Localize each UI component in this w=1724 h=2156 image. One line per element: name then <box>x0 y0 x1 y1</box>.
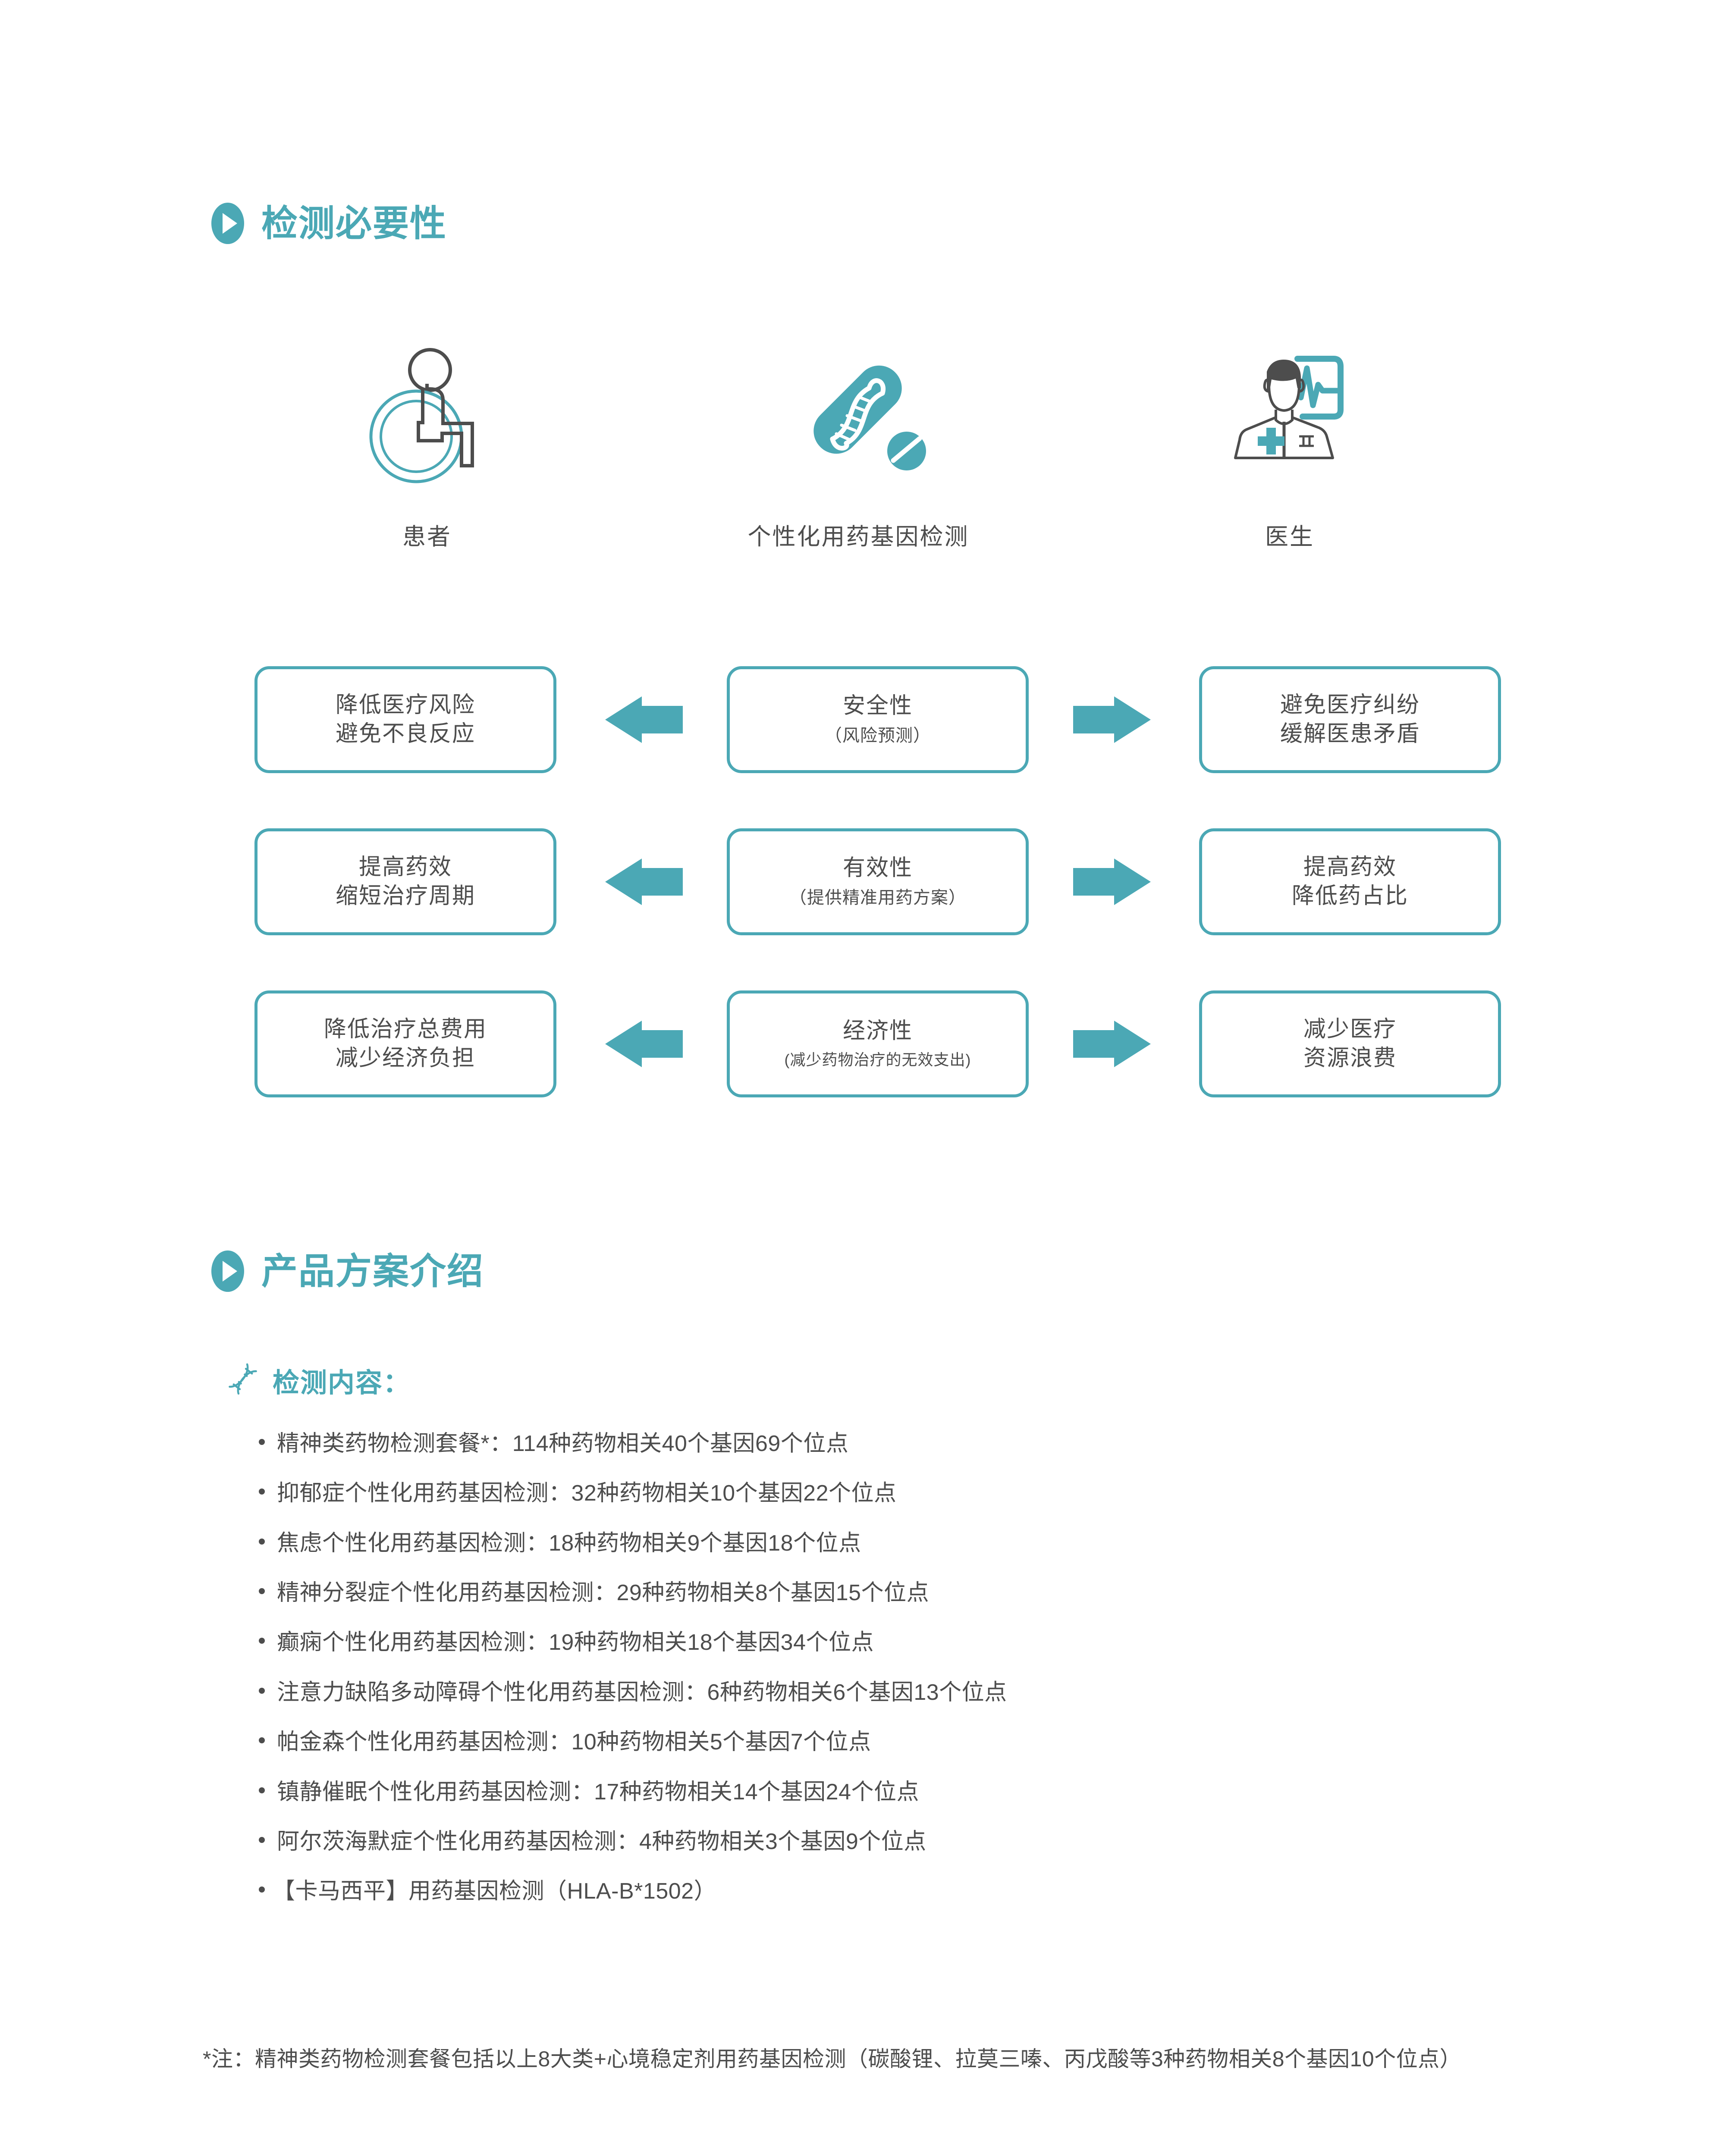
page-title-product: 产品方案介绍 <box>261 1251 484 1291</box>
arrow-left-icon <box>556 1018 727 1070</box>
persona-doctor: 医生 <box>1074 328 1505 552</box>
bullet-dot-icon <box>259 1836 265 1843</box>
test-content-list: 精神类药物检测套餐*：114种药物相关40个基因69个位点 抑郁症个性化用药基因… <box>259 1431 1553 1928</box>
flow-box-center: 安全性 （风险预测） <box>727 666 1029 773</box>
bullet-dot-icon <box>259 1588 265 1595</box>
arrow-right-icon <box>1029 1018 1199 1070</box>
persona-label: 个性化用药基因检测 <box>747 524 969 550</box>
persona-label: 患者 <box>402 524 452 550</box>
footnote-text: *注：精神类药物检测套餐包括以上8大类+心境稳定剂用药基因检测（碳酸锂、拉莫三嗪… <box>203 2047 1462 2071</box>
list-item-text: 帕金森个性化用药基因检测：10种药物相关5个基因7个位点 <box>277 1730 871 1755</box>
list-item-text: 精神类药物检测套餐*：114种药物相关40个基因69个位点 <box>277 1431 849 1456</box>
flow-box-right: 减少医疗 资源浪费 <box>1199 990 1501 1097</box>
list-item-text: 阿尔茨海默症个性化用药基因检测：4种药物相关3个基因9个位点 <box>277 1829 926 1854</box>
flow-box-center: 有效性 （提供精准用药方案） <box>727 828 1029 935</box>
benefit-flow-grid: 降低医疗风险 避免不良反应 安全性 （风险预测） 避免医疗纠纷 缓解医患矛盾 提… <box>254 666 1501 1153</box>
persona-row: 患者 <box>211 328 1505 552</box>
flow-row: 降低治疗总费用 减少经济负担 经济性 (减少药物治疗的无效支出) 减少医疗 资源… <box>254 990 1501 1097</box>
bullet-dot-icon <box>259 1887 265 1893</box>
arrow-right-icon <box>1029 694 1199 746</box>
list-item: 注意力缺陷多动障碍个性化用药基因检测：6种药物相关6个基因13个位点 <box>259 1680 1553 1706</box>
flow-box-line: 缩短治疗周期 <box>335 884 475 909</box>
flow-box-right: 提高药效 降低药占比 <box>1199 828 1501 935</box>
arrow-right-icon <box>1029 856 1199 908</box>
list-item: 【卡马西平】用药基因检测（HLA-B*1502） <box>259 1878 1553 1905</box>
flow-box-line: 降低药占比 <box>1291 884 1408 909</box>
list-item-text: 焦虑个性化用药基因检测：18种药物相关9个基因18个位点 <box>277 1530 861 1556</box>
bullet-dot-icon <box>259 1687 265 1694</box>
flow-box-right: 避免医疗纠纷 缓解医患矛盾 <box>1199 666 1501 773</box>
flow-box-title: 经济性 <box>842 1018 913 1044</box>
flow-box-line: 提高药效 <box>1303 855 1397 880</box>
play-triangle-icon <box>211 1250 244 1292</box>
doctor-ecg-icon <box>1221 328 1359 492</box>
test-content-subheader: 检测内容： <box>224 1360 411 1400</box>
necessity-section-header: 检测必要性 <box>211 203 447 244</box>
product-section-header: 产品方案介绍 <box>211 1250 484 1292</box>
flow-box-line: 缓解医患矛盾 <box>1280 721 1420 746</box>
bullet-dot-icon <box>259 1489 265 1495</box>
list-item: 抑郁症个性化用药基因检测：32种药物相关10个基因22个位点 <box>259 1480 1553 1507</box>
wheelchair-patient-icon <box>356 328 498 492</box>
flow-box-line: 减少经济负担 <box>335 1046 475 1071</box>
persona-gene-test: 个性化用药基因检测 <box>643 328 1074 552</box>
flow-box-left: 降低治疗总费用 减少经济负担 <box>254 990 556 1097</box>
bullet-dot-icon <box>259 1439 265 1445</box>
flow-row: 降低医疗风险 避免不良反应 安全性 （风险预测） 避免医疗纠纷 缓解医患矛盾 <box>254 666 1501 773</box>
list-item-text: 癫痫个性化用药基因检测：19种药物相关18个基因34个位点 <box>277 1630 874 1655</box>
flow-box-line: 提高药效 <box>358 855 452 880</box>
flow-box-title: 有效性 <box>842 855 913 881</box>
flow-box-line: 减少医疗 <box>1303 1017 1397 1042</box>
flow-row: 提高药效 缩短治疗周期 有效性 （提供精准用药方案） 提高药效 降低药占比 <box>254 828 1501 935</box>
list-item: 癫痫个性化用药基因检测：19种药物相关18个基因34个位点 <box>259 1630 1553 1656</box>
flow-box-left: 降低医疗风险 避免不良反应 <box>254 666 556 773</box>
arrow-left-icon <box>556 694 727 746</box>
flow-box-title: 安全性 <box>842 693 913 718</box>
flow-box-line: 降低医疗风险 <box>335 693 475 718</box>
flow-box-subtitle: （风险预测） <box>825 726 931 746</box>
persona-label: 医生 <box>1265 524 1314 550</box>
list-item: 精神类药物检测套餐*：114种药物相关40个基因69个位点 <box>259 1431 1553 1457</box>
list-item-text: 【卡马西平】用药基因检测（HLA-B*1502） <box>273 1879 717 1904</box>
bullet-dot-icon <box>259 1787 265 1793</box>
test-content-label: 检测内容： <box>273 1368 411 1398</box>
list-item: 阿尔茨海默症个性化用药基因检测：4种药物相关3个基因9个位点 <box>259 1829 1553 1855</box>
list-item: 镇静催眠个性化用药基因检测：17种药物相关14个基因24个位点 <box>259 1779 1553 1805</box>
flow-box-line: 资源浪费 <box>1303 1046 1397 1071</box>
flow-box-left: 提高药效 缩短治疗周期 <box>254 828 556 935</box>
flow-box-line: 降低治疗总费用 <box>323 1017 487 1042</box>
persona-patient: 患者 <box>211 328 643 552</box>
list-item: 帕金森个性化用药基因检测：10种药物相关5个基因7个位点 <box>259 1729 1553 1755</box>
page-title-necessity: 检测必要性 <box>261 203 447 244</box>
flow-box-center: 经济性 (减少药物治疗的无效支出) <box>727 990 1029 1097</box>
list-item-text: 镇静催眠个性化用药基因检测：17种药物相关14个基因24个位点 <box>277 1779 920 1805</box>
flow-box-subtitle: (减少药物治疗的无效支出) <box>784 1050 971 1069</box>
flow-box-subtitle: （提供精准用药方案） <box>789 888 966 908</box>
arrow-left-icon <box>556 856 727 908</box>
dna-helix-icon <box>224 1360 261 1400</box>
flow-box-line: 避免不良反应 <box>335 721 475 746</box>
flow-box-line: 避免医疗纠纷 <box>1280 693 1420 718</box>
list-item-text: 抑郁症个性化用药基因检测：32种药物相关10个基因22个位点 <box>277 1481 897 1506</box>
list-item-text: 精神分裂症个性化用药基因检测：29种药物相关8个基因15个位点 <box>277 1580 930 1606</box>
bullet-dot-icon <box>259 1737 265 1744</box>
list-item-text: 注意力缺陷多动障碍个性化用药基因检测：6种药物相关6个基因13个位点 <box>277 1680 1007 1705</box>
bullet-dot-icon <box>259 1538 265 1545</box>
pill-dna-capsule-icon <box>781 328 936 492</box>
list-item: 精神分裂症个性化用药基因检测：29种药物相关8个基因15个位点 <box>259 1580 1553 1606</box>
play-triangle-icon <box>211 203 244 244</box>
bullet-dot-icon <box>259 1638 265 1644</box>
list-item: 焦虑个性化用药基因检测：18种药物相关9个基因18个位点 <box>259 1530 1553 1557</box>
